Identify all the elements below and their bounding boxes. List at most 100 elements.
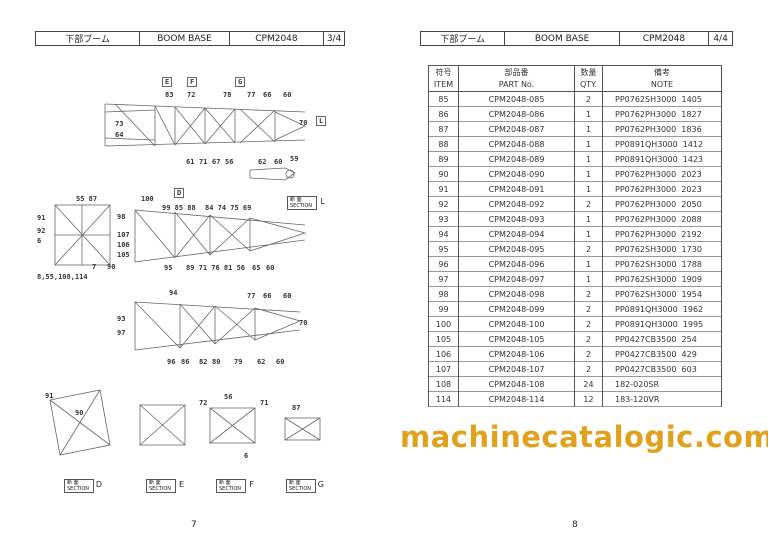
callout: 66: [263, 91, 272, 99]
cell-item: 114: [428, 391, 459, 407]
callout: 70: [299, 119, 308, 127]
callout: 59: [290, 155, 299, 163]
callout: 94: [169, 289, 178, 297]
middle-view-boom: [54, 204, 307, 266]
cell-note: PP0762PH3000 1836: [602, 121, 722, 137]
flag-e: E: [162, 77, 173, 87]
callout: 91: [37, 214, 46, 222]
callout: 77: [247, 292, 256, 300]
cell-item: 86: [428, 106, 459, 122]
cell-note: 183-120VR: [602, 391, 722, 407]
cell-part: CPM2048-093: [458, 211, 575, 227]
cell-item: 87: [428, 121, 459, 137]
cell-item: 97: [428, 271, 459, 287]
cell-item: 100: [428, 316, 459, 332]
boom-base-diagram: [49, 103, 321, 456]
cell-part: CPM2048-100: [458, 316, 575, 332]
col-header-qty: QTY.: [574, 78, 603, 92]
cell-item: 96: [428, 256, 459, 272]
cell-qty: 2: [574, 301, 603, 317]
cell-part: CPM2048-114: [458, 391, 575, 407]
section-jp: 断 面: [149, 480, 161, 486]
cell-item: 91: [428, 181, 459, 197]
side-view-boom: [134, 301, 302, 351]
section-views: [49, 389, 321, 456]
col-header-note-jp: 備考: [602, 65, 722, 79]
callout: 65: [252, 264, 261, 272]
section-id: G: [317, 480, 324, 489]
callout: 8,55,108,114: [37, 273, 88, 281]
section-jp: 断 面: [289, 480, 301, 486]
callout: 93: [117, 315, 126, 323]
header-model: CPM2048: [230, 32, 325, 45]
cell-part: CPM2048-096: [458, 256, 575, 272]
callout: 56: [224, 393, 233, 401]
callout: 96: [167, 358, 176, 366]
callout: 66: [263, 292, 272, 300]
callout: 80: [212, 358, 221, 366]
cell-part: CPM2048-095: [458, 241, 575, 257]
section-en: SECTION: [289, 486, 312, 492]
cell-qty: 1: [574, 226, 603, 242]
callout: 67: [212, 158, 221, 166]
cell-qty: 2: [574, 241, 603, 257]
cell-part: CPM2048-099: [458, 301, 575, 317]
callout: 62: [257, 358, 266, 366]
watermark: machinecatalogic.com: [400, 420, 768, 454]
callout: 6: [37, 237, 42, 245]
callout: 55 87: [76, 195, 98, 203]
section-en: SECTION: [219, 486, 242, 492]
cell-note: 182-020SR: [602, 376, 722, 392]
section-jp: 断 面: [290, 197, 302, 203]
callout: 71: [260, 399, 269, 407]
cell-item: 98: [428, 286, 459, 302]
section-l-view: [249, 167, 296, 181]
callout: 62: [258, 158, 267, 166]
callout: 91: [45, 392, 54, 400]
cell-item: 93: [428, 211, 459, 227]
header-page: 3/4: [326, 33, 342, 44]
cell-qty: 1: [574, 181, 603, 197]
cell-note: PP0762PH3000 2088: [602, 211, 722, 227]
cell-part: CPM2048-085: [458, 91, 575, 107]
callout: 86: [181, 358, 190, 366]
cell-item: 85: [428, 91, 459, 107]
cell-item: 99: [428, 301, 459, 317]
section-en: SECTION: [149, 486, 172, 492]
right-page-header: 下部ブーム BOOM BASE CPM2048 4/4: [420, 31, 733, 46]
flag-l: L: [316, 116, 327, 126]
callout: 60: [283, 292, 292, 300]
header-jp-title: 下部ブーム: [421, 32, 506, 45]
section-id: F: [249, 480, 254, 489]
callout: 90: [107, 263, 116, 271]
cell-item: 106: [428, 346, 459, 362]
cell-note: PP0762PH3000 2192: [602, 226, 722, 242]
cell-part: CPM2048-105: [458, 331, 575, 347]
cell-note: PP0762SH3000 1788: [602, 256, 722, 272]
cell-item: 92: [428, 196, 459, 212]
cell-qty: 2: [574, 361, 603, 377]
cell-item: 94: [428, 226, 459, 242]
cell-part: CPM2048-098: [458, 286, 575, 302]
cell-qty: 2: [574, 346, 603, 362]
header-page: 4/4: [713, 33, 728, 44]
callout: 89 71 76 81 56: [186, 264, 246, 272]
cell-note: PP0891QH3000 1962: [602, 301, 722, 317]
callout: 99 85 88: [162, 204, 196, 212]
cell-note: PP0891QH3000 1995: [602, 316, 722, 332]
cell-qty: 2: [574, 331, 603, 347]
cell-part: CPM2048-094: [458, 226, 575, 242]
cell-qty: 2: [574, 316, 603, 332]
cell-part: CPM2048-108: [458, 376, 575, 392]
